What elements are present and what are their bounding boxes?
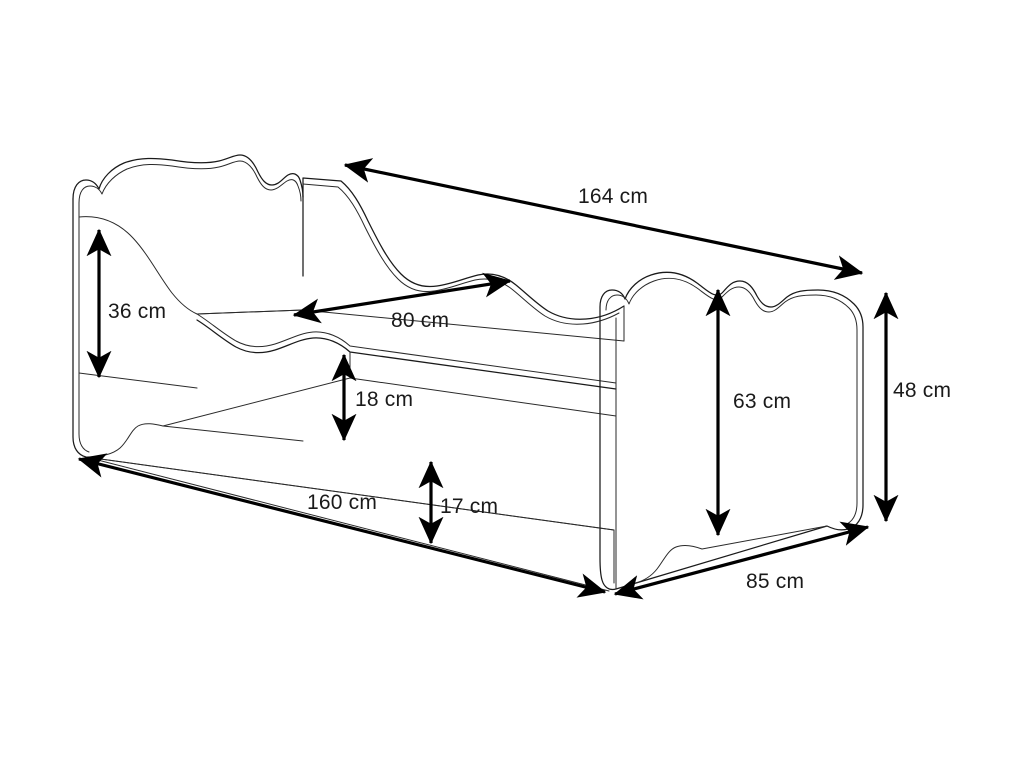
dimension-label-63: 63 cm xyxy=(733,390,792,413)
headboard-left-post-inner xyxy=(78,202,90,453)
dimline-80 xyxy=(292,272,512,324)
dimension-label-164: 164 cm xyxy=(578,185,649,208)
bed-body xyxy=(72,154,864,592)
headboard-bottom-cutout xyxy=(85,423,304,458)
dimension-label-160: 160 cm xyxy=(307,491,378,514)
back-rail-thickness xyxy=(302,183,620,325)
dimension-label-85: 85 cm xyxy=(746,570,805,593)
mattress-base-front-edge xyxy=(196,313,617,384)
footboard-inner-edge xyxy=(605,277,858,526)
dimline-85 xyxy=(613,521,870,600)
back-rail-top-profile xyxy=(302,177,625,320)
dimline-164 xyxy=(343,158,864,280)
dimension-label-48: 48 cm xyxy=(893,379,952,402)
front-rail-top-profile xyxy=(196,319,617,390)
dimension-label-36: 36 cm xyxy=(108,300,167,323)
headboard-inner-edge xyxy=(78,160,302,204)
dimension-label-17: 17 cm xyxy=(440,495,499,518)
headboard-inner-face-top xyxy=(78,216,304,315)
dimension-label-80: 80 cm xyxy=(391,309,450,332)
base-bottom-line xyxy=(85,456,610,592)
drawer-front-panel-lower xyxy=(85,456,615,584)
headboard-inner-face-bottom xyxy=(78,372,198,389)
headboard-outer-panel xyxy=(72,154,304,277)
dimline-160 xyxy=(77,453,607,598)
dimension-label-18: 18 cm xyxy=(355,388,414,411)
dimension-lines xyxy=(77,158,899,600)
footboard-outer-panel xyxy=(599,271,864,591)
